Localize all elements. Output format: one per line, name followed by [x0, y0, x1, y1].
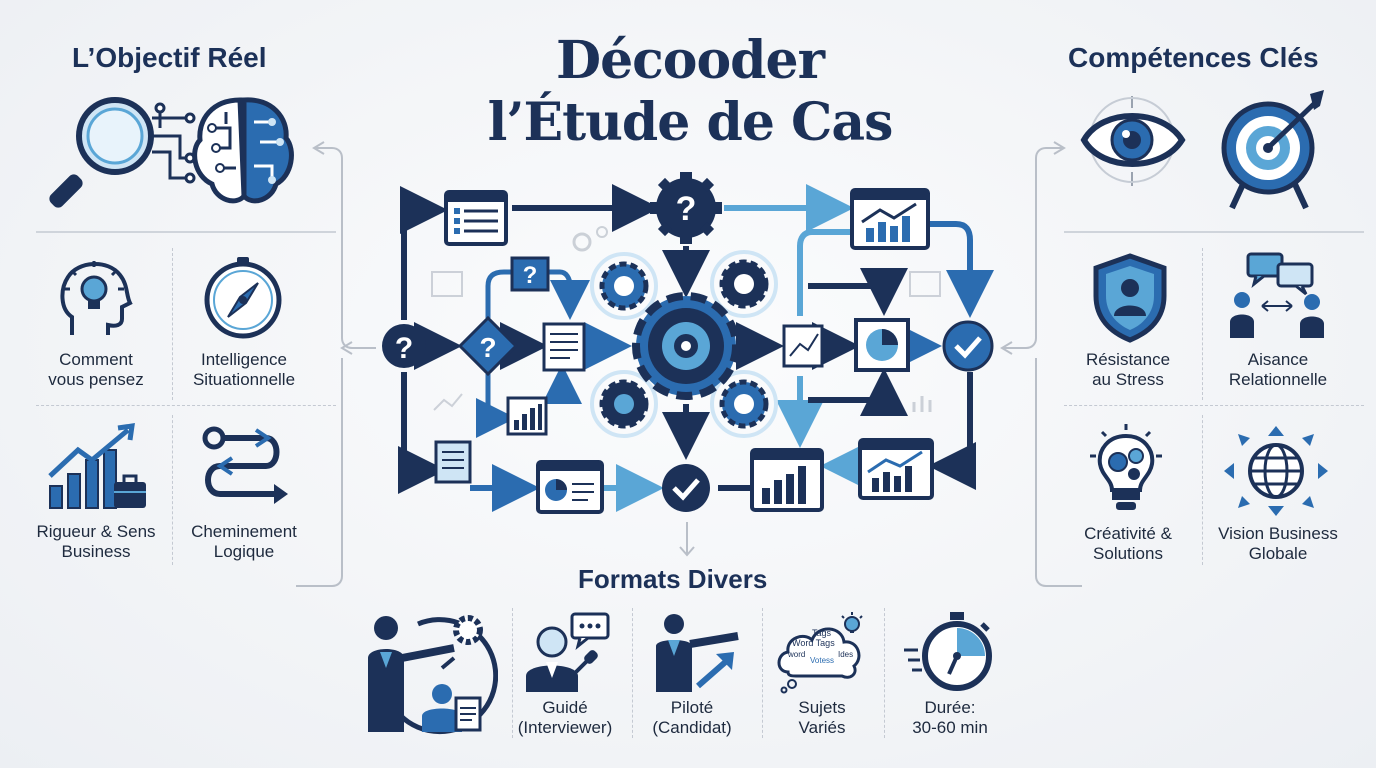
svg-text:?: ? — [479, 332, 496, 363]
question-circle-node: ? — [382, 324, 426, 368]
window-chart-node-bottom — [858, 438, 934, 500]
main-title-line2: l’Étude de Cas — [487, 92, 894, 153]
central-flow-diagram: ? ? ? ? — [382, 172, 994, 514]
left-bracket-connector — [296, 141, 376, 587]
central-gear-node — [632, 292, 740, 400]
flow-arrow-right-4 — [808, 368, 908, 416]
left-grid-vsep-1 — [172, 248, 173, 400]
question-diamond-node: ? — [457, 315, 519, 377]
flow-arrow-right-2 — [797, 229, 860, 316]
word-cloud-icon: Tags Word Tags word Votess Ides — [774, 610, 870, 694]
stopwatch-icon — [904, 612, 992, 691]
satellite-gears — [590, 250, 778, 438]
formats-sep-4 — [884, 608, 885, 738]
document-node — [542, 322, 586, 372]
right-grid-vsep-1 — [1202, 248, 1203, 400]
right-item-3-label: Créativité &Solutions — [1084, 524, 1172, 563]
flow-arrow-right-1 — [808, 268, 908, 316]
main-title: Décooder l’Étude de Cas — [430, 30, 950, 154]
flow-arrow-inner-down — [548, 269, 590, 320]
left-grid-hsep — [36, 405, 336, 406]
question-square-node: ? — [510, 256, 550, 292]
word-cloud-word-4: Votess — [810, 656, 835, 665]
check-circle-node-bottom — [662, 464, 710, 512]
flow-arrow-left-up — [400, 186, 448, 320]
interviewer-guiding-icon — [368, 615, 498, 735]
svg-text:?: ? — [395, 332, 413, 365]
head-lightbulb-icon — [60, 261, 133, 335]
bar-chart-node — [506, 396, 548, 436]
flow-arrow-top-right — [930, 221, 994, 318]
formats-sep-3 — [762, 608, 763, 738]
question-gear-node: ? — [650, 172, 722, 244]
right-grid-vsep-2 — [1202, 415, 1203, 565]
word-cloud-word-2: Word Tags — [792, 638, 835, 648]
window-pie-node — [536, 460, 604, 514]
document-node-bottom — [434, 440, 472, 484]
flow-arrow-left-down — [398, 372, 446, 494]
magnifier-brain-icon — [49, 97, 294, 208]
logic-path-arrows-icon — [202, 426, 288, 504]
right-grid-hsep — [1064, 405, 1364, 406]
word-cloud-word-5: Ides — [838, 650, 854, 659]
flow-arrow-inner-lower — [476, 374, 516, 438]
eye-icon — [1080, 96, 1186, 186]
format-2-label: Piloté(Candidat) — [652, 698, 732, 737]
check-circle-node-right — [942, 320, 994, 372]
globe-arrows-icon — [1224, 426, 1328, 516]
right-bracket-connector — [1000, 141, 1082, 587]
lightbulb-gears-icon — [1090, 424, 1162, 510]
formats-sep-2 — [632, 608, 633, 738]
candidate-pointing-icon — [656, 614, 739, 692]
flow-arrow-inner-up — [485, 269, 512, 318]
right-panel-title: Compétences Clés — [1068, 42, 1319, 73]
pie-chart-node — [854, 318, 910, 372]
flow-arrow-right-down — [928, 372, 976, 490]
target-arrow-icon — [1221, 90, 1324, 210]
growth-chart-briefcase-icon — [48, 423, 146, 509]
formats-sep-1 — [512, 608, 513, 738]
word-cloud-word-3: word — [788, 650, 806, 659]
svg-text:?: ? — [676, 190, 697, 228]
format-4-label: Durée:30-60 min — [912, 698, 988, 737]
down-arrow-to-formats — [679, 522, 695, 557]
format-1-label: Guidé(Interviewer) — [517, 698, 613, 737]
compass-icon — [204, 257, 282, 339]
line-chart-node — [782, 324, 824, 368]
right-panel-divider — [1064, 231, 1364, 233]
left-panel-divider — [36, 231, 336, 233]
window-list-node — [444, 190, 508, 246]
window-chart-node-top — [850, 188, 930, 250]
main-title-line1: Décooder — [555, 30, 825, 91]
shield-person-icon — [1093, 253, 1167, 343]
window-bars-node — [750, 448, 824, 512]
formats-title: Formats Divers — [578, 564, 768, 594]
ghost-icons — [431, 226, 941, 412]
people-conversation-icon — [1230, 252, 1324, 338]
left-panel-title: L’Objectif Réel — [72, 42, 267, 73]
left-grid-vsep-2 — [172, 415, 173, 565]
svg-text:?: ? — [523, 262, 538, 289]
guide-interviewer-icon — [526, 612, 610, 692]
word-cloud-word-1: Tags — [812, 628, 832, 638]
